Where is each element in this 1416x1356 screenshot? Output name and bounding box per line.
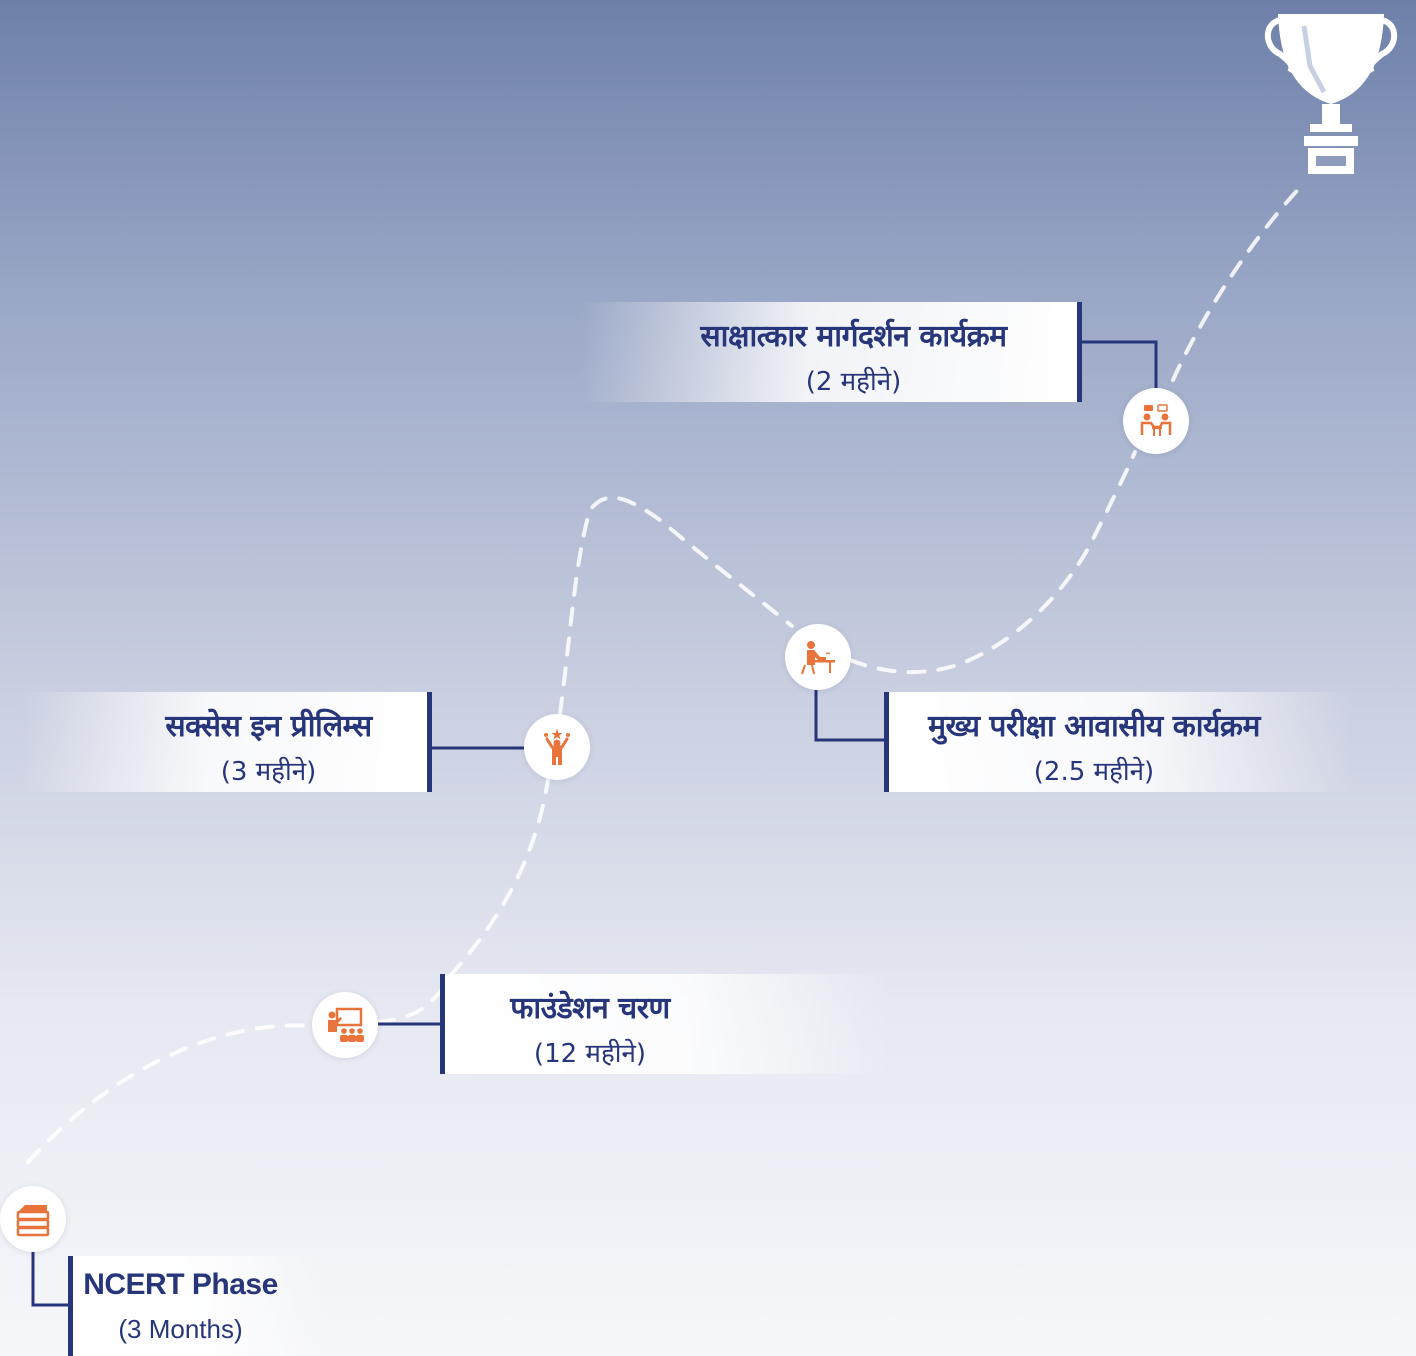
stage-card-prelims: सक्सेस इन प्रीलिम्स (3 महीने) [20, 692, 427, 792]
ncert-accent-bar [68, 1256, 73, 1356]
teacher-classroom-icon [312, 992, 378, 1058]
stage-title: साक्षात्कार मार्गदर्शन कार्यक्रम [700, 319, 1007, 354]
stage-duration: (2 महीने) [805, 367, 902, 397]
books-stack-icon [0, 1186, 66, 1252]
ncert-card-bg [68, 1256, 328, 1356]
stage-card-ncert: NCERT Phase (3 Months) [73, 1256, 288, 1356]
stage-card-mains: मुख्य परीक्षा आवासीय कार्यक्रम (2.5 महीन… [889, 692, 1299, 792]
trophy-icon [1264, 14, 1398, 174]
mains-accent-bar [884, 692, 889, 792]
winner-celebration-icon [524, 714, 590, 780]
ncert-connector [31, 1250, 68, 1307]
mains-connector [814, 688, 884, 742]
interview-connector [1082, 340, 1158, 390]
prelims-card-bg [20, 692, 432, 792]
foundation-card-bg [440, 974, 890, 1074]
stage-title: फाउंडेशन चरण [510, 991, 670, 1026]
interview-accent-bar [1077, 302, 1082, 402]
journey-dashed-path [26, 180, 1307, 1164]
interview-card-bg [580, 302, 1082, 402]
stage-title: सक्सेस इन प्रीलिम्स [165, 709, 372, 744]
stage-duration: (3 महीने) [220, 757, 317, 787]
stage-duration: (3 Months) [118, 1314, 243, 1344]
stage-card-foundation: फाउंडेशन चरण (12 महीने) [445, 974, 735, 1074]
student-desk-study-icon [785, 624, 851, 690]
interview-discussion-icon [1123, 388, 1189, 454]
stage-duration: (2.5 महीने) [1033, 757, 1155, 787]
stage-duration: (12 महीने) [533, 1039, 647, 1069]
stage-title: NCERT Phase [83, 1268, 278, 1301]
foundation-accent-bar [440, 974, 445, 1074]
stage-title: मुख्य परीक्षा आवासीय कार्यक्रम [928, 709, 1260, 744]
mains-card-bg [884, 692, 1354, 792]
stage-card-interview: साक्षात्कार मार्गदर्शन कार्यक्रम (2 महीन… [580, 302, 1077, 402]
prelims-accent-bar [427, 692, 432, 792]
